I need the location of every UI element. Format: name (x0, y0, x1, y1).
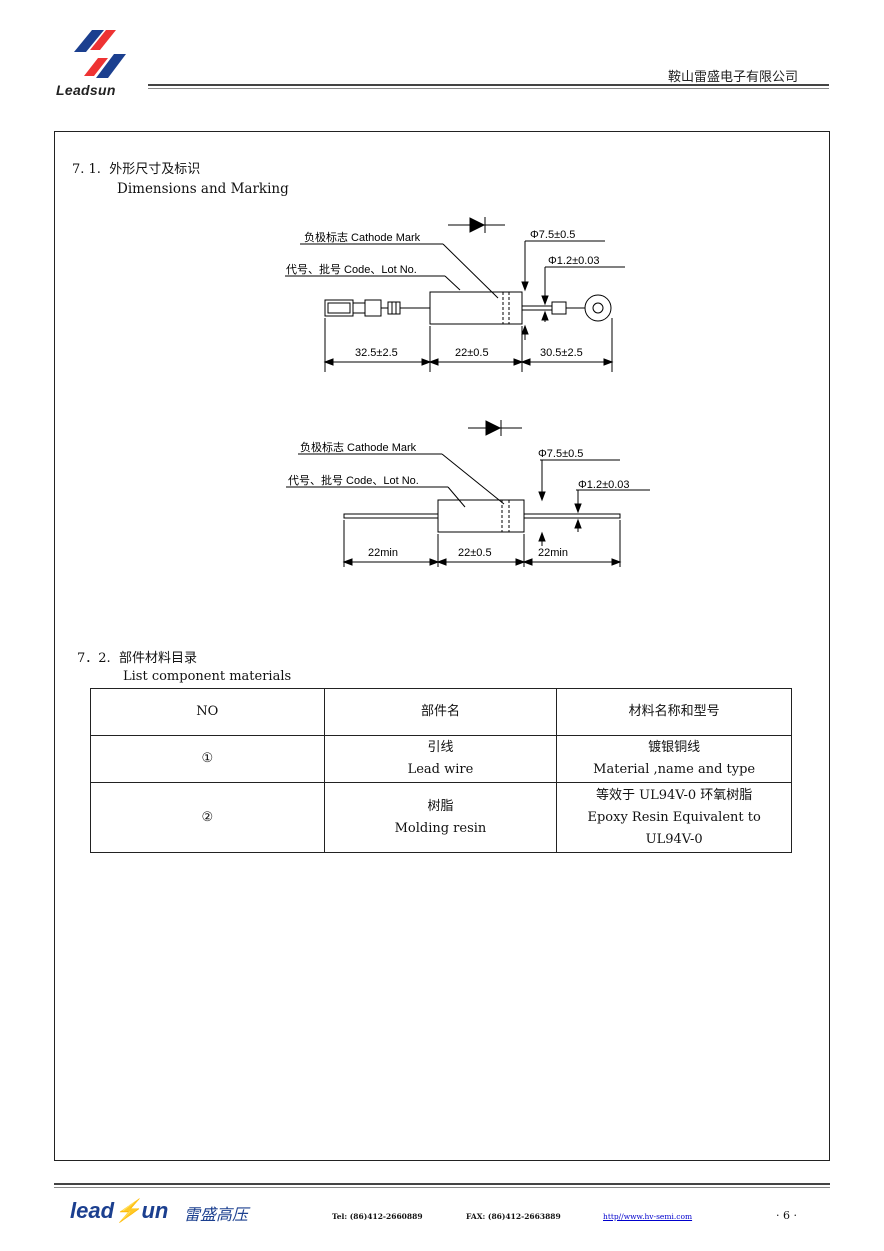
header-divider-thin (148, 88, 829, 89)
row-material-line2: Material ,name and type (593, 762, 756, 777)
section-1-title-cn: 外形尺寸及标识 (109, 162, 201, 177)
page-number: · 6 · (776, 1209, 797, 1222)
row-part-en: Molding resin (394, 820, 487, 836)
dim-right-label-1: 30.5±2.5 (540, 347, 583, 359)
content-frame (54, 131, 830, 1161)
footer-fax: FAX: (86)412-2663889 (466, 1212, 561, 1221)
footer-divider (54, 1183, 830, 1185)
lot-no-label-1: 代号、批号 Code、Lot No. (286, 262, 417, 276)
section-2-heading: 7．2. 部件材料目录 (77, 647, 197, 666)
table-row: ② 树脂 Molding resin 等效于 UL94V-0 环氧树脂 Epox… (90, 782, 792, 853)
row-no: ① (90, 735, 325, 783)
footer-logo-left: lead (70, 1198, 115, 1223)
row-material-line3: UL94V-0 (645, 831, 703, 847)
footer-website-link[interactable]: http//www.hv-semi.com (603, 1212, 693, 1221)
row-material: 等效于 UL94V-0 环氧树脂 Epoxy Resin Equivalent … (556, 782, 792, 853)
dim-right-label-2: 22min (538, 547, 568, 559)
body-diameter-label-2: Φ7.5±0.5 (538, 448, 583, 460)
section-1-title-en: Dimensions and Marking (117, 181, 289, 197)
dimension-drawing-1: 负极标志 Cathode Mark 代号、批号 Code、Lot No. Φ7.… (285, 217, 625, 372)
row-part-cn: 树脂 (427, 798, 454, 814)
row-material-line2: Epoxy Resin Equivalent to (587, 809, 761, 825)
table-header-no: NO (90, 688, 325, 736)
bolt-icon: ⚡ (114, 1198, 142, 1223)
section-2-title-en: List component materials (123, 669, 292, 684)
table-header-row: NO 部件名 材料名称和型号 (90, 688, 792, 736)
row-material: 镀银铜线 Material ,name and type (556, 735, 792, 783)
company-name: 鞍山雷盛电子有限公司 (667, 70, 798, 85)
row-part-en: Lead wire (407, 762, 474, 777)
section-2-number: 7．2. (77, 651, 111, 666)
materials-table: NO 部件名 材料名称和型号 ① 引线 Lead wire 镀银铜线 Mater… (90, 688, 792, 853)
row-material-line1: 等效于 UL94V-0 环氧树脂 (596, 787, 753, 803)
dim-left-label-2: 22min (368, 547, 398, 559)
lot-no-label-2: 代号、批号 Code、Lot No. (288, 473, 419, 487)
table-header-part: 部件名 (323, 688, 558, 736)
cathode-mark-label-1: 负极标志 Cathode Mark (304, 230, 421, 244)
row-part: 树脂 Molding resin (323, 782, 558, 853)
header-logo-text: Leadsun (56, 82, 116, 98)
wire-diameter-label-2: Φ1.2±0.03 (578, 479, 630, 491)
dim-left-label-1: 32.5±2.5 (355, 347, 398, 359)
section-1-number: 7. 1. (72, 162, 101, 177)
section-1-heading: 7. 1. 外形尺寸及标识 (72, 158, 200, 177)
row-no: ② (90, 782, 325, 853)
dim-mid-label-1: 22±0.5 (455, 347, 489, 359)
leadsun-logo-icon (74, 30, 126, 78)
footer-logo-right: un (141, 1198, 169, 1223)
header-divider (148, 84, 829, 86)
dim-mid-label-2: 22±0.5 (458, 547, 492, 559)
section-2-title-cn: 部件材料目录 (118, 651, 197, 666)
body-diameter-label-1: Φ7.5±0.5 (530, 229, 575, 241)
dimension-drawing-2: 负极标志 Cathode Mark 代号、批号 Code、Lot No. Φ7.… (286, 420, 650, 567)
table-header-material: 材料名称和型号 (556, 688, 792, 736)
wire-diameter-label-1: Φ1.2±0.03 (548, 255, 600, 267)
table-row: ① 引线 Lead wire 镀银铜线 Material ,name and t… (90, 735, 792, 783)
footer-divider-thin (54, 1187, 830, 1188)
footer-tel: Tel: (86)412-2660889 (332, 1212, 423, 1221)
footer-logo-cn: 雷盛高压 (184, 1205, 249, 1224)
row-material-line1: 镀银铜线 (648, 740, 701, 755)
row-part-cn: 引线 (427, 740, 454, 755)
row-part: 引线 Lead wire (323, 735, 558, 783)
footer-logo: lead⚡un (70, 1198, 168, 1224)
cathode-mark-label-2: 负极标志 Cathode Mark (300, 440, 417, 454)
